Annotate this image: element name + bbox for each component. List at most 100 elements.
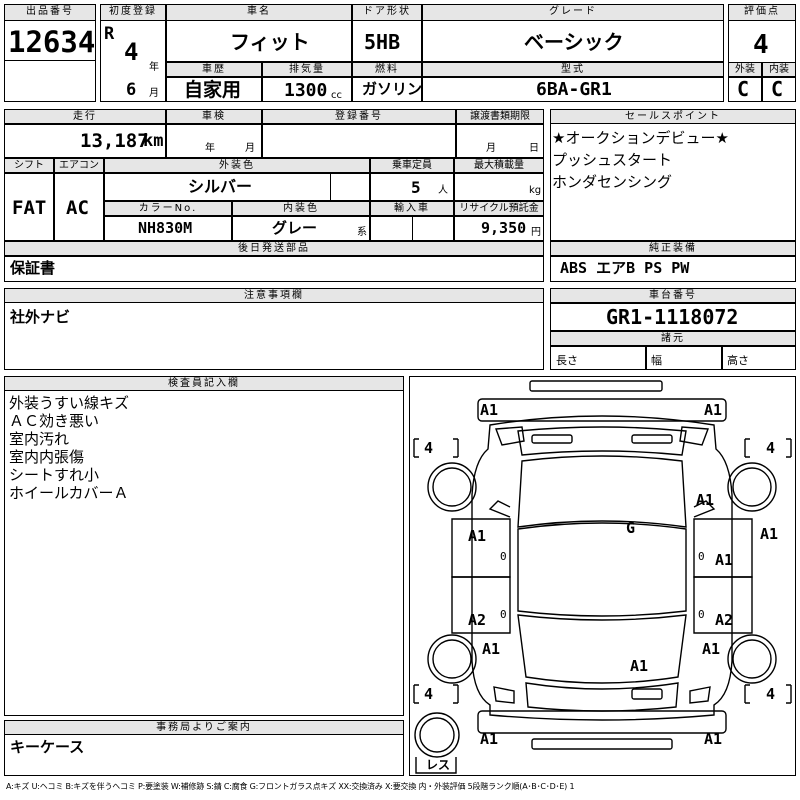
mileage: 13,187	[80, 130, 149, 152]
capacity-cell	[370, 173, 454, 201]
door-type: 5HB	[364, 30, 401, 54]
inspector-note: 室内汚れ	[9, 430, 70, 448]
capacity-label: 乗車定員	[370, 158, 454, 173]
damage-quarter-right: A1	[702, 640, 721, 658]
chassis-label: 車台番号	[550, 288, 796, 303]
transfer-month: 月	[486, 143, 496, 154]
lot-label: 出品番号	[4, 4, 96, 21]
score-label: 評価点	[728, 4, 796, 21]
ext-score: C	[737, 77, 750, 101]
tread-rear-left: 4	[424, 685, 434, 703]
ext-score-cell	[728, 77, 762, 102]
mileage-label: 走行	[4, 109, 166, 124]
int-score: C	[771, 77, 784, 101]
damage-rear-bumper-right: A1	[704, 730, 723, 748]
mark-front-left: 0	[500, 550, 507, 563]
mark-rear-right: 0	[698, 608, 705, 621]
damage-front-door-left: A1	[468, 527, 487, 545]
fuel-label: 燃料	[352, 62, 422, 77]
damage-front-door-right: A1	[715, 551, 734, 569]
inspection-month-unit: 月	[245, 143, 255, 154]
equipment-cell	[550, 256, 796, 282]
reg-no-cell	[262, 124, 456, 158]
spare-tire: レス	[426, 758, 451, 772]
damage-fender-right: A1	[760, 525, 779, 543]
month-unit: 月	[149, 88, 159, 99]
car-name: フィット	[230, 30, 310, 54]
damage-quarter-left: A1	[482, 640, 501, 658]
mileage-cell	[4, 124, 166, 158]
length-label: 長さ	[556, 354, 578, 367]
recycle-unit: 円	[531, 227, 541, 238]
inspector-note: ＡＣ効き悪い	[9, 412, 100, 430]
int-score-cell	[762, 77, 796, 102]
later-parts-label: 後日発送部品	[4, 241, 544, 256]
tread-front-right: 4	[766, 439, 776, 457]
history-cell	[166, 77, 262, 102]
sales-points-list: ★オークションデビュー★ プッシュスタート ホンダセンシング	[552, 129, 729, 191]
import-divider	[412, 216, 413, 241]
color-no-label: カラーNo.	[104, 201, 232, 216]
door-label: ドア形状	[352, 4, 422, 21]
displacement-label: 排気量	[262, 62, 352, 77]
first-reg-label: 初度登録	[100, 4, 166, 21]
displacement-unit: cc	[331, 90, 342, 101]
year-unit: 年	[149, 62, 159, 73]
sales-point: ホンダセンシング	[552, 173, 673, 191]
recycle-cell	[454, 216, 544, 241]
notes: 社外ナビ	[10, 308, 71, 326]
reg-month: 6	[126, 80, 137, 100]
model-label: 型式	[422, 62, 724, 77]
inspector-label: 検査員記入欄	[4, 376, 404, 391]
car-outline-icon	[413, 380, 792, 774]
damage-front-bumper-right: A1	[704, 401, 723, 419]
max-load-unit: kg	[529, 185, 542, 196]
damage-hood-right: A1	[696, 491, 715, 509]
width-label: 幅	[651, 354, 662, 367]
equipment-label: 純正装備	[550, 241, 796, 256]
inspection-year-unit: 年	[205, 143, 215, 154]
later-parts: 保証書	[10, 259, 56, 277]
equipment: ABS エアB PS PW	[560, 259, 690, 277]
int-color-suffix: 系	[357, 227, 367, 238]
shift: FAT	[12, 197, 47, 219]
height-label: 高さ	[727, 354, 749, 367]
inspector-note: 外装うすい線キズ	[9, 394, 130, 412]
ext-color-sub	[330, 173, 370, 201]
lot-divider	[4, 60, 96, 61]
ac: AC	[66, 197, 89, 219]
height-cell	[722, 346, 796, 370]
inspector-note: 室内内張傷	[9, 448, 85, 466]
mark-front-right: 0	[698, 550, 705, 563]
inspector-notes: 外装うすい線キズ ＡＣ効き悪い 室内汚れ 室内内張傷 シートすれ小 ホイールカバ…	[9, 394, 129, 502]
sales-points-label: セールスポイント	[550, 109, 796, 124]
damage-rear-bumper-left: A1	[480, 730, 499, 748]
chassis-cell	[550, 303, 796, 331]
import-label: 輸入車	[370, 201, 454, 216]
width-cell	[646, 346, 722, 370]
tread-front-left: 4	[424, 439, 434, 457]
damage-diagram: 4 4 4 4 レス A1 A1 A1 G A1 A1 A1 A2 A2 A1 …	[409, 376, 796, 776]
spec-label: 諸元	[550, 331, 796, 346]
grade: ベーシック	[524, 30, 624, 54]
sales-point: ★オークションデビュー★	[552, 129, 729, 147]
displacement-cell	[262, 77, 352, 102]
color-no-cell	[104, 216, 232, 241]
model-code: 6BA-GR1	[536, 79, 612, 100]
notes-label: 注意事項欄	[4, 288, 544, 303]
transfer-cell	[456, 124, 544, 158]
damage-rear-door-left: A2	[468, 611, 487, 629]
shift-cell	[4, 173, 54, 241]
transfer-label: 譲渡書類期限	[456, 109, 544, 124]
mark-rear-left: 0	[500, 608, 507, 621]
damage-front-bumper-left: A1	[480, 401, 499, 419]
inspector-note: ホイールカバーＡ	[9, 484, 129, 502]
sales-point: プッシュスタート	[552, 151, 673, 169]
legend: A:キズ U:ヘコミ B:キズを伴うヘコミ P:要塗装 W:補修跡 S:錆 C:…	[6, 782, 575, 791]
ext-color-label: 外装色	[104, 158, 370, 173]
int-color-cell	[232, 216, 370, 241]
office-note: キーケース	[10, 738, 85, 756]
later-parts-cell	[4, 256, 544, 282]
ac-cell	[54, 173, 104, 241]
ext-label: 外装	[728, 62, 762, 77]
